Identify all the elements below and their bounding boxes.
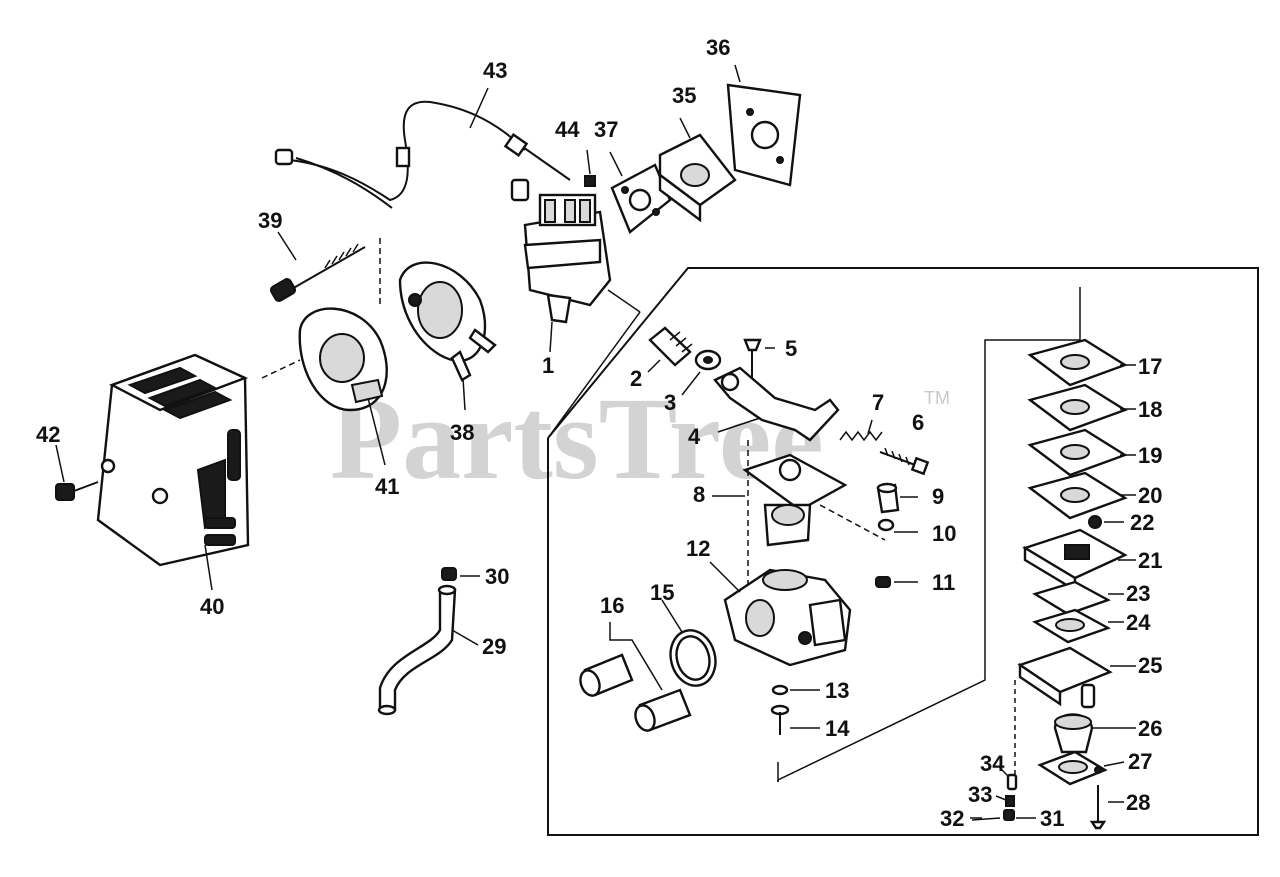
part-4-lever: [713, 366, 840, 442]
callout-33: 33: [968, 782, 992, 807]
callout-10: 10: [932, 521, 956, 546]
callout-27: 27: [1128, 749, 1152, 774]
part-9-fitting: [876, 482, 918, 514]
callout-labels: 1 2 3 4 5 6 7 8 9 10 11 12 13 14 15 16 1…: [36, 35, 1162, 831]
part-22-check-ball: [1088, 515, 1124, 529]
part-15-o-ring: [661, 599, 717, 687]
callout-7: 7: [872, 390, 884, 415]
callout-24: 24: [1126, 610, 1151, 635]
part-18-diaphragm: [1027, 383, 1136, 432]
callout-6: 6: [912, 410, 924, 435]
part-3-washer: [681, 349, 722, 396]
callout-42: 42: [36, 422, 60, 447]
callout-40: 40: [200, 594, 224, 619]
callout-32: 32: [940, 806, 964, 831]
callout-30: 30: [485, 564, 509, 589]
part-17-gasket: [1027, 338, 1136, 387]
callout-43: 43: [483, 58, 507, 83]
part-34-pin: [999, 767, 1018, 791]
callout-12: 12: [686, 536, 710, 561]
callout-39: 39: [258, 208, 282, 233]
callout-29: 29: [482, 634, 506, 659]
part-41-spacer: [261, 307, 388, 466]
callout-38: 38: [450, 420, 474, 445]
callout-16: 16: [600, 593, 624, 618]
part-14-screw: [770, 704, 820, 735]
callout-31: 31: [1040, 806, 1064, 831]
callout-28: 28: [1126, 790, 1150, 815]
part-42-screw: [55, 444, 99, 501]
callout-20: 20: [1138, 483, 1162, 508]
part-37-gasket: [609, 151, 672, 234]
part-28-screw: [1089, 785, 1124, 830]
callout-2: 2: [630, 366, 642, 391]
callout-41: 41: [375, 474, 399, 499]
callout-17: 17: [1138, 354, 1162, 379]
part-6-screw: [879, 447, 930, 476]
part-7-spring: [839, 419, 883, 442]
part-40-muffler-cover: [96, 353, 250, 591]
part-8-fuel-pump-body: [712, 440, 848, 600]
part-32-lever: [970, 817, 1001, 821]
watermark-trademark: TM: [924, 388, 950, 408]
callout-13: 13: [825, 678, 849, 703]
part-39-bolt: [269, 231, 381, 308]
callout-11: 11: [932, 570, 955, 595]
callout-1: 1: [542, 353, 554, 378]
callout-22: 22: [1130, 510, 1154, 535]
part-1-carburetor: [510, 178, 612, 353]
throttle-cable: [274, 87, 571, 209]
part-30-fitting: [441, 567, 480, 581]
callout-26: 26: [1138, 716, 1162, 741]
callout-44: 44: [555, 117, 580, 142]
callout-3: 3: [664, 390, 676, 415]
callout-36: 36: [706, 35, 730, 60]
callout-4: 4: [688, 424, 701, 449]
callout-35: 35: [672, 83, 696, 108]
part-13-washer: [771, 684, 820, 696]
part-2-screw: [647, 326, 693, 373]
part-11-nut: [819, 504, 918, 588]
callout-37: 37: [594, 117, 618, 142]
callout-21: 21: [1138, 548, 1162, 573]
callout-19: 19: [1138, 443, 1162, 468]
part-19-gasket: [1027, 428, 1136, 477]
part-20-diaphragm: [1027, 471, 1136, 520]
diaphragm-bracket: [777, 287, 1081, 782]
part-16-filter: [579, 622, 692, 732]
part-24-diaphragm: [1032, 608, 1124, 644]
callout-15: 15: [650, 580, 674, 605]
callout-5: 5: [785, 336, 797, 361]
callout-18: 18: [1138, 397, 1162, 422]
detail-frame: [547, 267, 1259, 836]
part-21-cover: [1022, 528, 1136, 593]
callout-34: 34: [980, 751, 1005, 776]
part-27-retainer: [1037, 750, 1125, 786]
part-33-spring: [995, 795, 1015, 807]
part-25-cover: [1017, 646, 1136, 709]
callout-23: 23: [1126, 581, 1150, 606]
part-10-washer: [877, 518, 918, 533]
part-35-insulator: [658, 117, 737, 223]
part-26-primer-bulb: [1053, 713, 1136, 754]
part-23-gasket: [1032, 580, 1124, 616]
callout-9: 9: [932, 484, 944, 509]
part-29-fuel-hose: [377, 584, 479, 716]
callout-25: 25: [1138, 653, 1162, 678]
part-44-nut: [584, 149, 596, 187]
callout-14: 14: [825, 716, 850, 741]
part-38-plate: [398, 261, 497, 411]
part-12-carburetor-body: [709, 561, 852, 667]
part-31-screw: [1003, 680, 1036, 821]
callout-8: 8: [693, 482, 705, 507]
part-36-gasket-plate: [726, 64, 802, 187]
